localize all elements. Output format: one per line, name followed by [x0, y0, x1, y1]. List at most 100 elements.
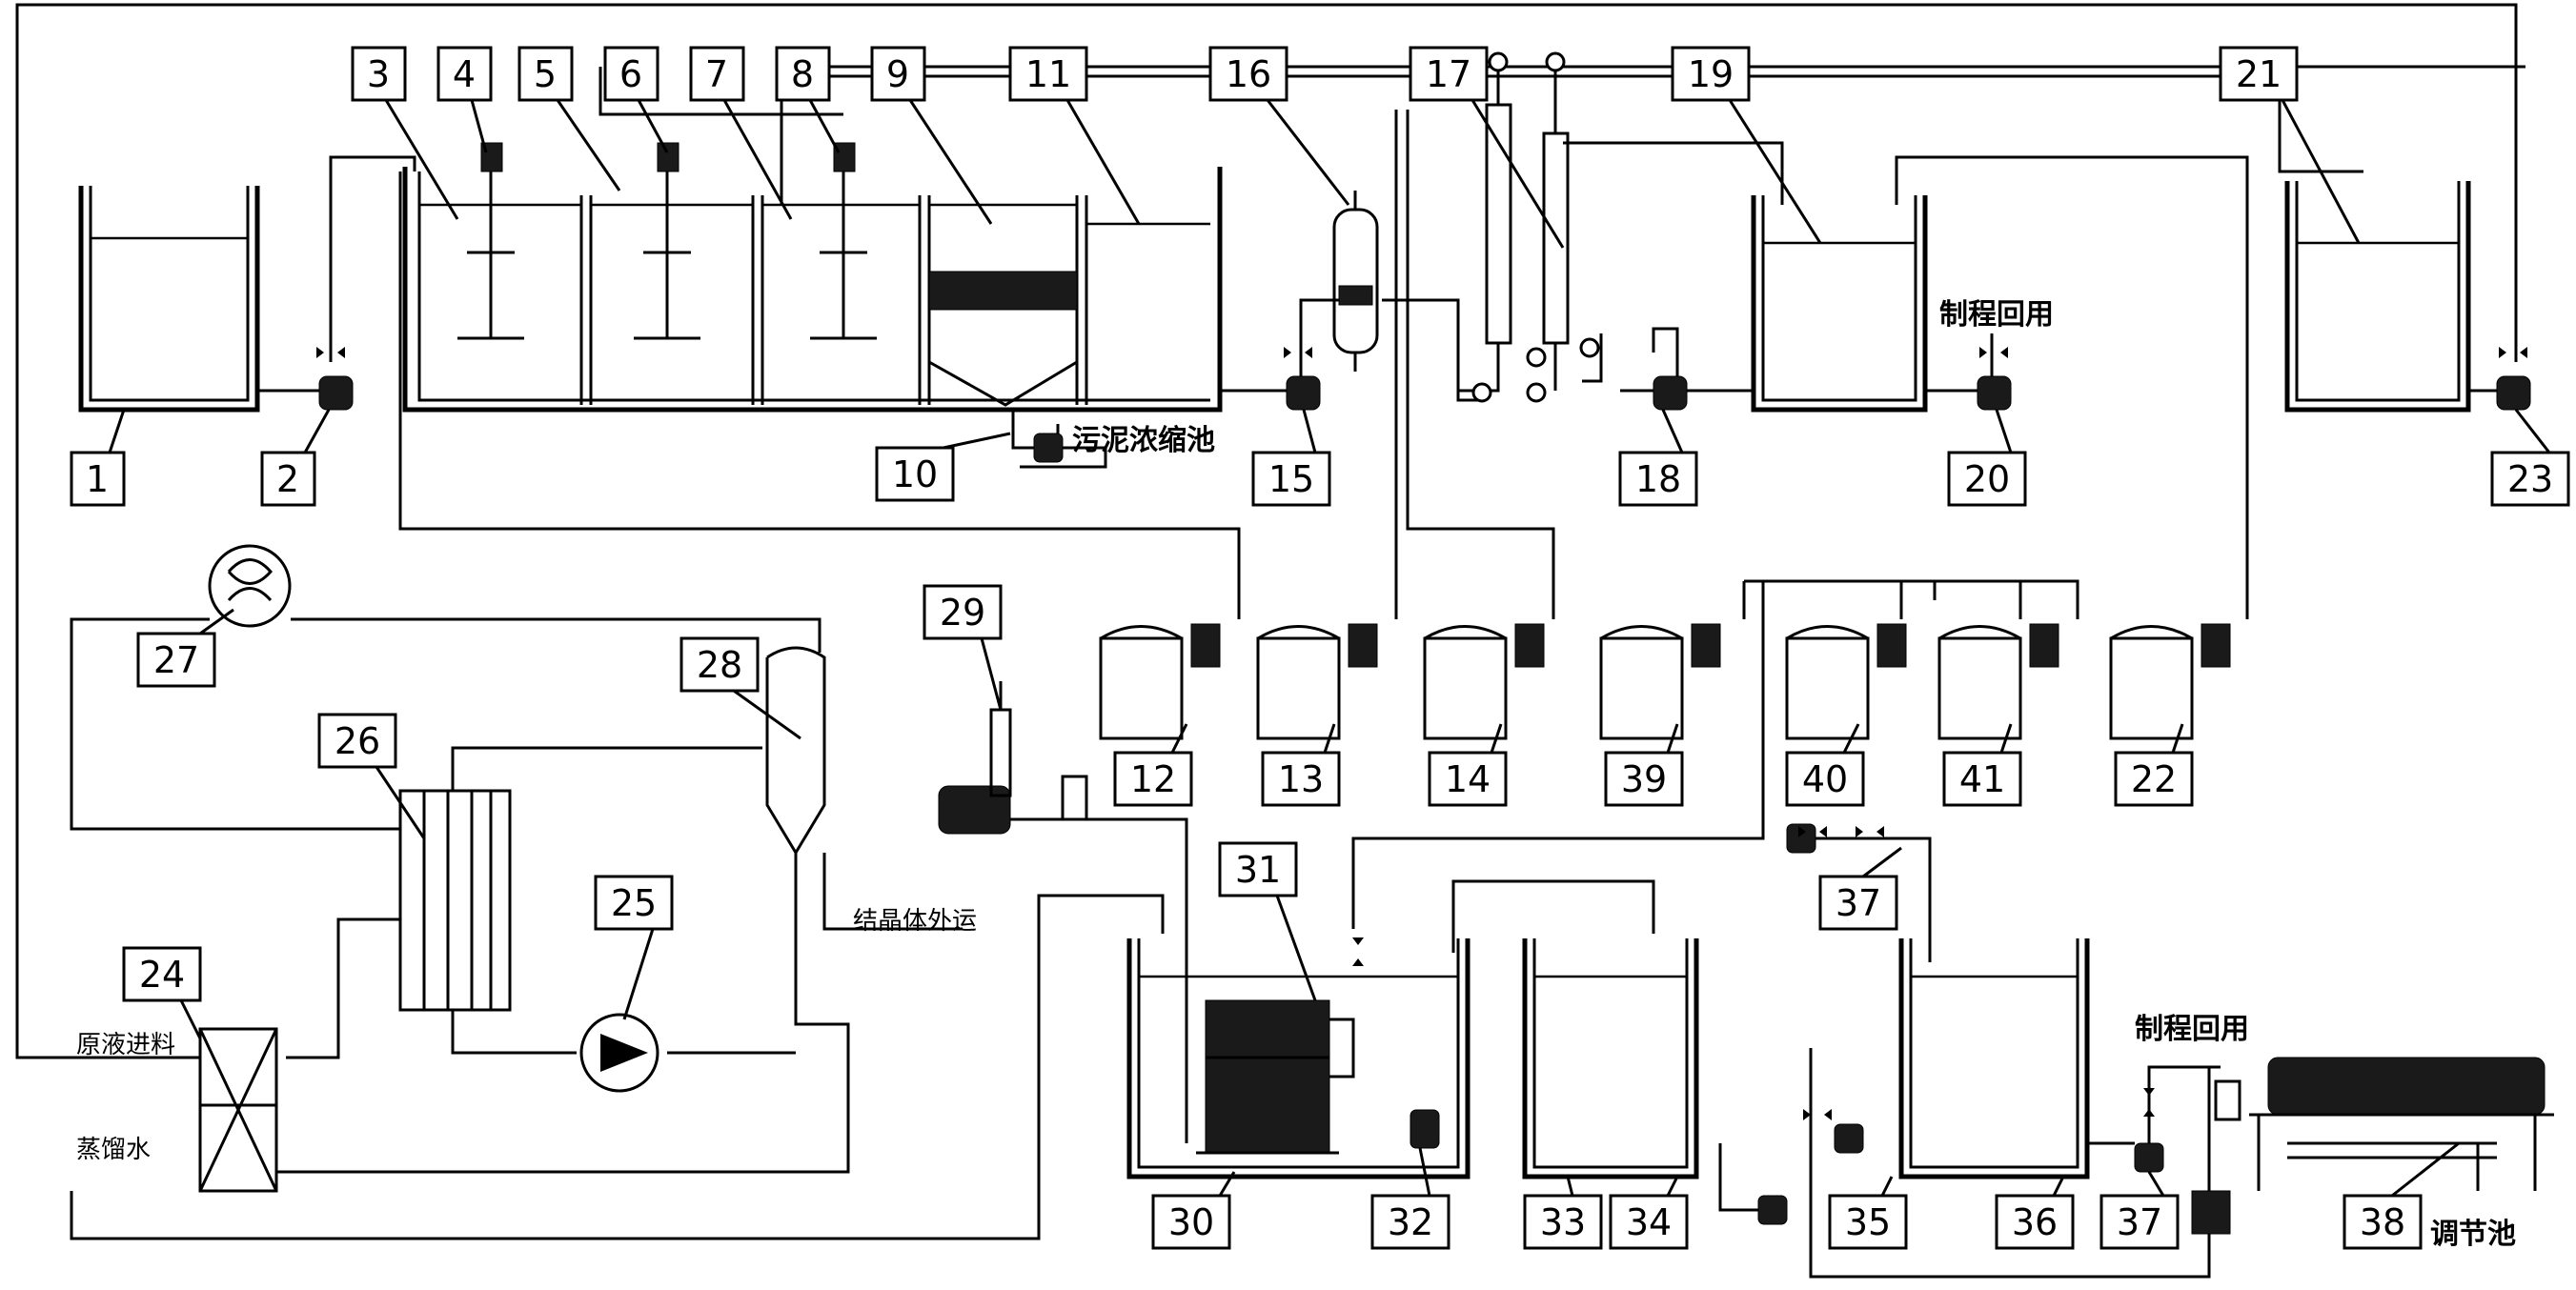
pump-icons: [257, 375, 2531, 1225]
label-11: 11: [1008, 46, 1088, 102]
label-2: 2: [260, 451, 316, 507]
equipment-29: [938, 681, 1088, 835]
label-23: 23: [2490, 451, 2570, 507]
svg-text:10: 10: [892, 454, 938, 495]
label-6: 6: [603, 46, 659, 102]
svg-text:13: 13: [1278, 758, 1324, 800]
svg-text:18: 18: [1635, 458, 1681, 500]
pipe-26-to-28: [451, 746, 762, 791]
pipe-30-to-33: [1451, 879, 1655, 953]
process-reuse-label-bottom: 制程回用: [2135, 1013, 2249, 1046]
pipe-34-to-35: [1718, 1143, 1768, 1212]
svg-text:2: 2: [276, 458, 299, 500]
svg-text:34: 34: [1626, 1201, 1672, 1243]
svg-text:33: 33: [1540, 1201, 1586, 1243]
pipe-24-to-26: [286, 917, 400, 1059]
label-36: 36: [1995, 1194, 2075, 1250]
label-33: 33: [1523, 1194, 1603, 1250]
label-5: 5: [517, 46, 574, 102]
label-20: 20: [1947, 451, 2027, 507]
svg-text:22: 22: [2131, 758, 2177, 800]
filter-16: [1332, 191, 1379, 372]
svg-text:31: 31: [1235, 849, 1281, 891]
pipe-27-to-28: [291, 617, 821, 653]
label-41: 41: [1942, 751, 2022, 807]
svg-text:28: 28: [697, 644, 742, 686]
pipe-dosing-22: [1895, 155, 2249, 619]
label-31: 31: [1218, 841, 1298, 897]
svg-text:38: 38: [2360, 1201, 2405, 1243]
tank-33-34: [1522, 938, 1699, 1179]
svg-text:29: 29: [940, 592, 985, 634]
tank-19: [1751, 195, 1928, 413]
label-34: 34: [1609, 1194, 1689, 1250]
pipeline-network: [15, 3, 2525, 1279]
svg-text:37: 37: [2117, 1201, 2162, 1243]
crystal-export-label: 结晶体外运: [853, 907, 977, 936]
tank-30: [1126, 938, 1471, 1179]
label-25: 25: [594, 875, 674, 931]
label-7: 7: [689, 46, 745, 102]
svg-text:39: 39: [1621, 758, 1667, 800]
label-8: 8: [775, 46, 831, 102]
leader-lines: [108, 99, 2551, 1198]
label-14: 14: [1428, 751, 1508, 807]
press-filter-38: [2191, 1057, 2554, 1235]
raw-feed-label: 原液进料: [76, 1031, 175, 1059]
label-35: 35: [1828, 1194, 1908, 1250]
pipe-37-to-36: [1806, 836, 1932, 962]
svg-text:26: 26: [335, 720, 380, 762]
svg-text:1: 1: [86, 458, 109, 500]
label-38: 38: [2343, 1194, 2423, 1250]
label-29: 29: [923, 584, 1003, 640]
tank-21: [2284, 181, 2471, 413]
svg-text:40: 40: [1802, 758, 1848, 800]
label-22: 22: [2114, 751, 2194, 807]
pipe-17-to-19: [1563, 141, 1784, 205]
tank-36: [1898, 938, 2090, 1179]
svg-text:11: 11: [1025, 53, 1071, 95]
label-12: 12: [1113, 751, 1193, 807]
evaporator-unit: [198, 544, 826, 1193]
label-28: 28: [679, 636, 760, 693]
svg-text:12: 12: [1130, 758, 1176, 800]
agitators: [457, 67, 877, 340]
svg-text:16: 16: [1226, 53, 1271, 95]
pipe-29-to-30: [1086, 817, 1188, 1143]
label-17: 17: [1409, 46, 1489, 102]
svg-text:15: 15: [1268, 458, 1314, 500]
pipe-dosing-14: [1406, 110, 1555, 619]
label-27: 27: [136, 632, 216, 688]
label-1: 1: [70, 451, 126, 507]
svg-text:17: 17: [1426, 53, 1471, 95]
number-labels: 1 2 3 4 5 6 7 8 9 11 16 17 19 21 10 15 1…: [70, 46, 2570, 1250]
label-30: 30: [1151, 1194, 1231, 1250]
pipe-return-main: [15, 3, 2518, 1059]
svg-text:9: 9: [886, 53, 909, 95]
label-26: 26: [317, 713, 397, 769]
tank-1: [78, 186, 260, 413]
svg-text:3: 3: [367, 53, 390, 95]
svg-text:23: 23: [2507, 458, 2553, 500]
svg-text:37: 37: [1836, 882, 1881, 924]
pipe-28-out: [822, 853, 963, 931]
label-9: 9: [870, 46, 926, 102]
label-18: 18: [1618, 451, 1698, 507]
pipe-37b-reuse: [2147, 1065, 2211, 1143]
svg-text:35: 35: [1845, 1201, 1891, 1243]
svg-text:25: 25: [611, 882, 657, 924]
svg-text:7: 7: [705, 53, 728, 95]
svg-text:24: 24: [139, 954, 185, 996]
process-reuse-label-top: 制程回用: [1939, 298, 2054, 332]
pipe-10-sludge: [1020, 446, 1107, 469]
pipe-15-to-16: [1299, 298, 1353, 391]
dosing-tanks: [1099, 623, 2231, 740]
pipe-16-to-17: [1382, 298, 1482, 402]
svg-text:6: 6: [619, 53, 642, 95]
pipe-17-to-18: [1652, 327, 1679, 400]
label-21: 21: [2219, 46, 2299, 102]
sludge-thickening-pool-label: 污泥浓缩池: [1072, 424, 1215, 457]
pipe-manifold-to-36: [1351, 581, 1765, 929]
svg-text:41: 41: [1959, 758, 2005, 800]
